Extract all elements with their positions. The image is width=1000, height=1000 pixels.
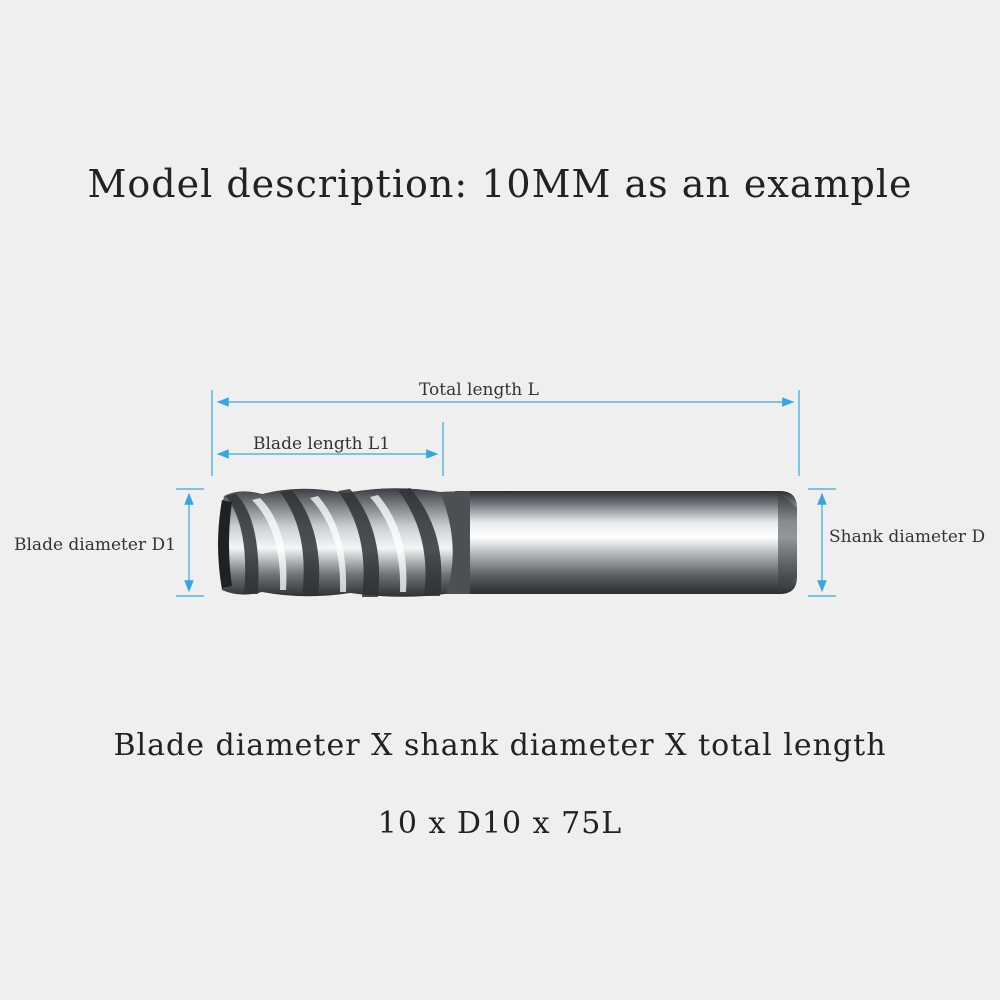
blade-length-label: Blade length L1 [253,434,391,454]
end-mill-tool-icon [218,488,797,597]
blade-diameter-label: Blade diameter D1 [14,535,176,555]
formula-description: Blade diameter X shank diameter X total … [113,728,887,763]
extension-lines [176,390,836,597]
dimension-arrow-icon [184,397,827,593]
formula-example: 10 x D10 x 75L [377,806,623,841]
shank-diameter-label: Shank diameter D [829,527,986,547]
total-length-label: Total length L [419,380,539,400]
page-title: Model description: 10MM as an example [87,162,913,206]
